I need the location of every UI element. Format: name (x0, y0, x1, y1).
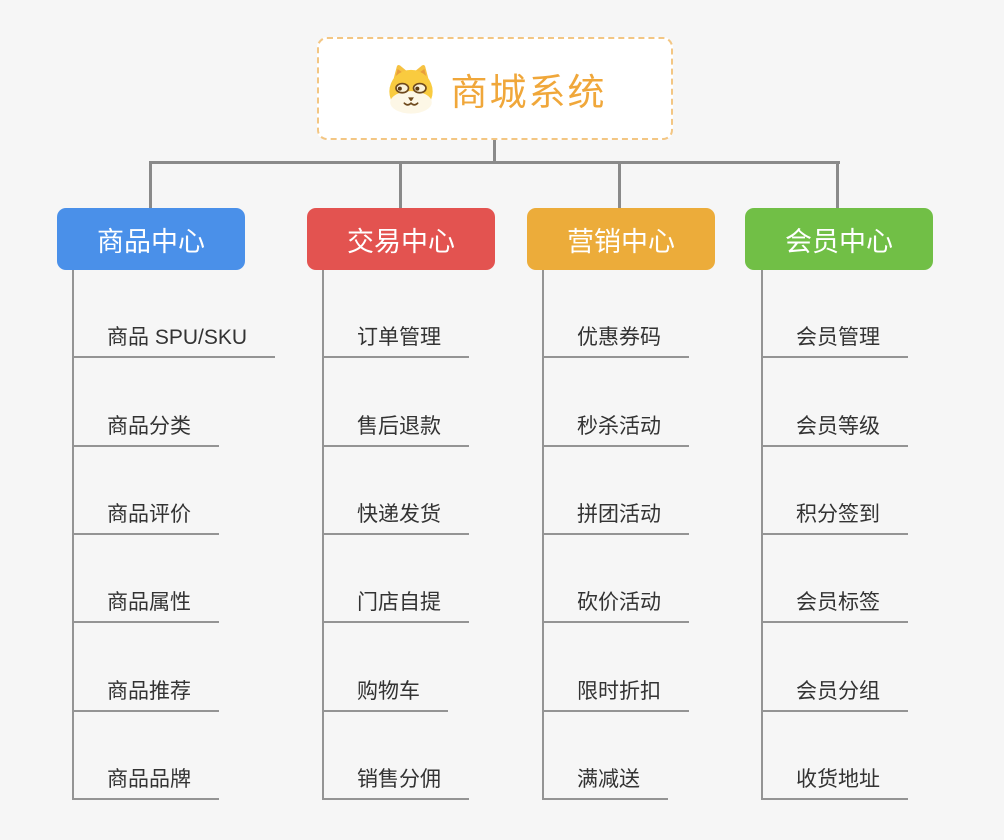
leaf-topic[interactable]: 门店自提 (324, 535, 469, 624)
connector-drop-0 (149, 164, 152, 208)
leaf-topic-label: 会员等级 (796, 414, 880, 438)
leaf-list-2: 优惠券码秒杀活动拼团活动砍价活动限时折扣满减送 (542, 270, 689, 800)
leaf-topic-label: 商品属性 (107, 591, 191, 615)
leaf-topic[interactable]: 会员标签 (763, 535, 908, 624)
leaf-topic[interactable]: 快递发货 (324, 447, 469, 535)
leaf-topic-label: 售后退款 (357, 414, 441, 438)
leaf-topic[interactable]: 会员等级 (763, 358, 908, 447)
leaf-list-0: 商品 SPU/SKU 商品分类商品评价商品属性商品推荐商品品牌 (72, 270, 276, 800)
leaf-topic[interactable]: 销售分佣 (324, 712, 469, 800)
leaf-topic-label: 砍价活动 (577, 591, 661, 615)
leaf-topic[interactable]: 秒杀活动 (544, 358, 689, 447)
leaf-topic-label: 秒杀活动 (577, 414, 661, 438)
branch-topic-1[interactable]: 交易中心 (307, 208, 495, 270)
leaf-topic-label: 收货地址 (796, 767, 880, 791)
leaf-topic[interactable]: 满减送 (544, 712, 668, 800)
shiba-dog-icon (388, 64, 433, 114)
leaf-topic[interactable]: 商品属性 (74, 535, 219, 624)
connector-root-stub (493, 140, 496, 163)
leaf-topic-label: 满减送 (577, 767, 640, 791)
leaf-topic[interactable]: 优惠券码 (544, 270, 689, 359)
connector-drop-3 (836, 164, 839, 208)
leaf-topic[interactable]: 砍价活动 (544, 535, 689, 624)
leaf-topic[interactable]: 会员分组 (763, 623, 908, 712)
leaf-topic[interactable]: 拼团活动 (544, 447, 689, 535)
leaf-topic-label: 限时折扣 (577, 679, 661, 703)
branch-topic-3[interactable]: 会员中心 (745, 208, 933, 270)
connector-drop-2 (618, 164, 621, 208)
leaf-topic-label: 商品分类 (107, 414, 191, 438)
leaf-list-1: 订单管理售后退款快递发货门店自提购物车销售分佣 (322, 270, 469, 800)
leaf-topic-label: 订单管理 (357, 326, 441, 350)
leaf-topic[interactable]: 积分签到 (763, 447, 908, 535)
leaf-topic-label: 拼团活动 (577, 502, 661, 526)
leaf-topic[interactable]: 商品 SPU/SKU (74, 270, 276, 359)
root-topic[interactable]: 商城系统 (317, 37, 673, 140)
leaf-topic-label: 会员分组 (796, 679, 880, 703)
leaf-topic-label: 商品评价 (107, 502, 191, 526)
leaf-topic-label: 会员管理 (796, 326, 880, 350)
leaf-topic-label: 优惠券码 (577, 326, 661, 350)
leaf-topic[interactable]: 购物车 (324, 623, 448, 712)
leaf-topic-label: 购物车 (357, 679, 420, 703)
leaf-topic[interactable]: 售后退款 (324, 358, 469, 447)
leaf-topic-label: 销售分佣 (357, 767, 441, 791)
leaf-topic-label: 会员标签 (796, 591, 880, 615)
leaf-topic[interactable]: 收货地址 (763, 712, 908, 800)
leaf-topic-label: 商品 SPU/SKU (107, 326, 248, 350)
leaf-list-3: 会员管理会员等级积分签到会员标签会员分组收货地址 (761, 270, 908, 800)
leaf-topic-label: 快递发货 (357, 502, 441, 526)
connector-drop-1 (399, 164, 402, 208)
leaf-topic[interactable]: 订单管理 (324, 270, 469, 359)
leaf-topic[interactable]: 商品分类 (74, 358, 219, 447)
leaf-topic-label: 商品品牌 (107, 767, 191, 791)
branch-topic-0[interactable]: 商品中心 (57, 208, 245, 270)
branch-topic-2[interactable]: 营销中心 (527, 208, 715, 270)
connector-bus (149, 161, 840, 164)
leaf-topic[interactable]: 会员管理 (763, 270, 908, 359)
leaf-topic-label: 商品推荐 (107, 679, 191, 703)
leaf-topic-label: 积分签到 (796, 502, 880, 526)
leaf-topic-label: 门店自提 (357, 591, 441, 615)
leaf-topic[interactable]: 商品评价 (74, 447, 219, 535)
leaf-topic[interactable]: 商品品牌 (74, 712, 219, 800)
leaf-topic[interactable]: 限时折扣 (544, 623, 689, 712)
leaf-topic[interactable]: 商品推荐 (74, 623, 219, 712)
root-title: 商城系统 (450, 71, 607, 113)
